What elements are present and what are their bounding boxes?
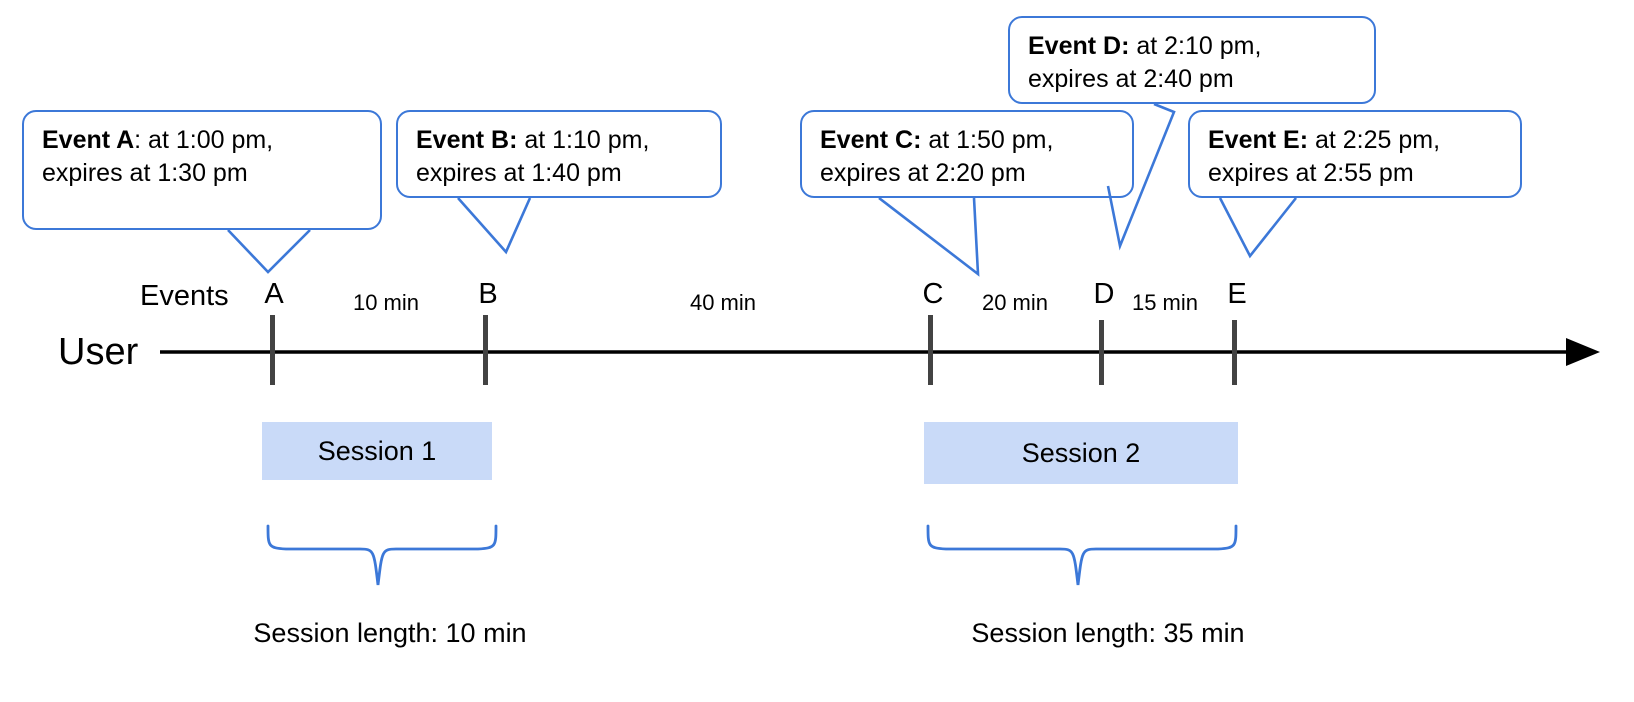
session-bar-2-label: Session 2	[1021, 437, 1141, 468]
callout-event-e-title: Event E:	[1208, 126, 1309, 154]
callout-event-b-title: Event B:	[416, 126, 518, 154]
user-row-label: User	[58, 331, 139, 373]
callout-tail-e	[1218, 197, 1298, 259]
tick-label-a: A	[264, 278, 284, 310]
session-2-length-label: Session length: 35 min	[971, 618, 1245, 648]
callout-event-c-expiry: expires at 2:20 pm	[820, 159, 1026, 187]
callout-tail-c	[878, 196, 980, 277]
gap-label-d-e: 15 min	[1131, 290, 1199, 315]
session-bar-1: Session 1	[262, 422, 492, 480]
tick-mark-c	[928, 315, 933, 385]
tick-label-c: C	[922, 278, 944, 310]
tick-label-e: E	[1227, 278, 1247, 310]
gap-label-a-b: 10 min	[352, 290, 420, 315]
gap-label-b-c: 40 min	[689, 290, 757, 315]
tick-mark-d	[1099, 320, 1104, 385]
callout-event-a-title: Event A	[42, 126, 135, 154]
callout-event-e: Event E: at 2:25 pm, expires at 2:55 pm	[1188, 110, 1522, 198]
callout-tail-b	[457, 197, 532, 255]
tick-label-d: D	[1093, 278, 1115, 310]
callout-event-b-time: at 1:10 pm,	[517, 126, 650, 154]
session-2-brace	[926, 524, 1238, 586]
tick-mark-b	[483, 315, 488, 385]
tick-label-b: B	[478, 278, 498, 310]
tick-mark-e	[1232, 320, 1237, 385]
callout-event-c-time: at 1:50 pm,	[921, 126, 1054, 154]
session-bar-1-label: Session 1	[317, 435, 437, 466]
callout-tail-a	[227, 229, 311, 274]
timeline-arrowhead	[1566, 338, 1600, 366]
session-1-length-label: Session length: 10 min	[253, 618, 527, 648]
events-row-label: Events	[140, 280, 229, 312]
callout-event-a-expiry: expires at 1:30 pm	[42, 159, 248, 187]
tick-mark-a	[270, 315, 275, 385]
callout-tail-d	[1106, 102, 1176, 251]
callout-event-d: Event D: at 2:10 pm, expires at 2:40 pm	[1008, 16, 1376, 104]
callout-event-e-time: at 2:25 pm,	[1308, 126, 1441, 154]
callout-event-a-time: : at 1:00 pm,	[134, 126, 274, 154]
callout-event-e-expiry: expires at 2:55 pm	[1208, 159, 1414, 187]
callout-event-b: Event B: at 1:10 pm, expires at 1:40 pm	[396, 110, 722, 198]
session-1-brace	[266, 524, 498, 586]
callout-event-a: Event A: at 1:00 pm, expires at 1:30 pm	[22, 110, 382, 230]
session-bar-2: Session 2	[924, 422, 1238, 484]
callout-event-b-expiry: expires at 1:40 pm	[416, 159, 622, 187]
callout-event-c-title: Event C:	[820, 126, 922, 154]
callout-event-d-title: Event D:	[1028, 32, 1130, 60]
callout-event-d-expiry: expires at 2:40 pm	[1028, 65, 1234, 93]
callout-event-c: Event C: at 1:50 pm, expires at 2:20 pm	[800, 110, 1134, 198]
gap-label-c-d: 20 min	[981, 290, 1049, 315]
callout-event-d-time: at 2:10 pm,	[1129, 32, 1262, 60]
